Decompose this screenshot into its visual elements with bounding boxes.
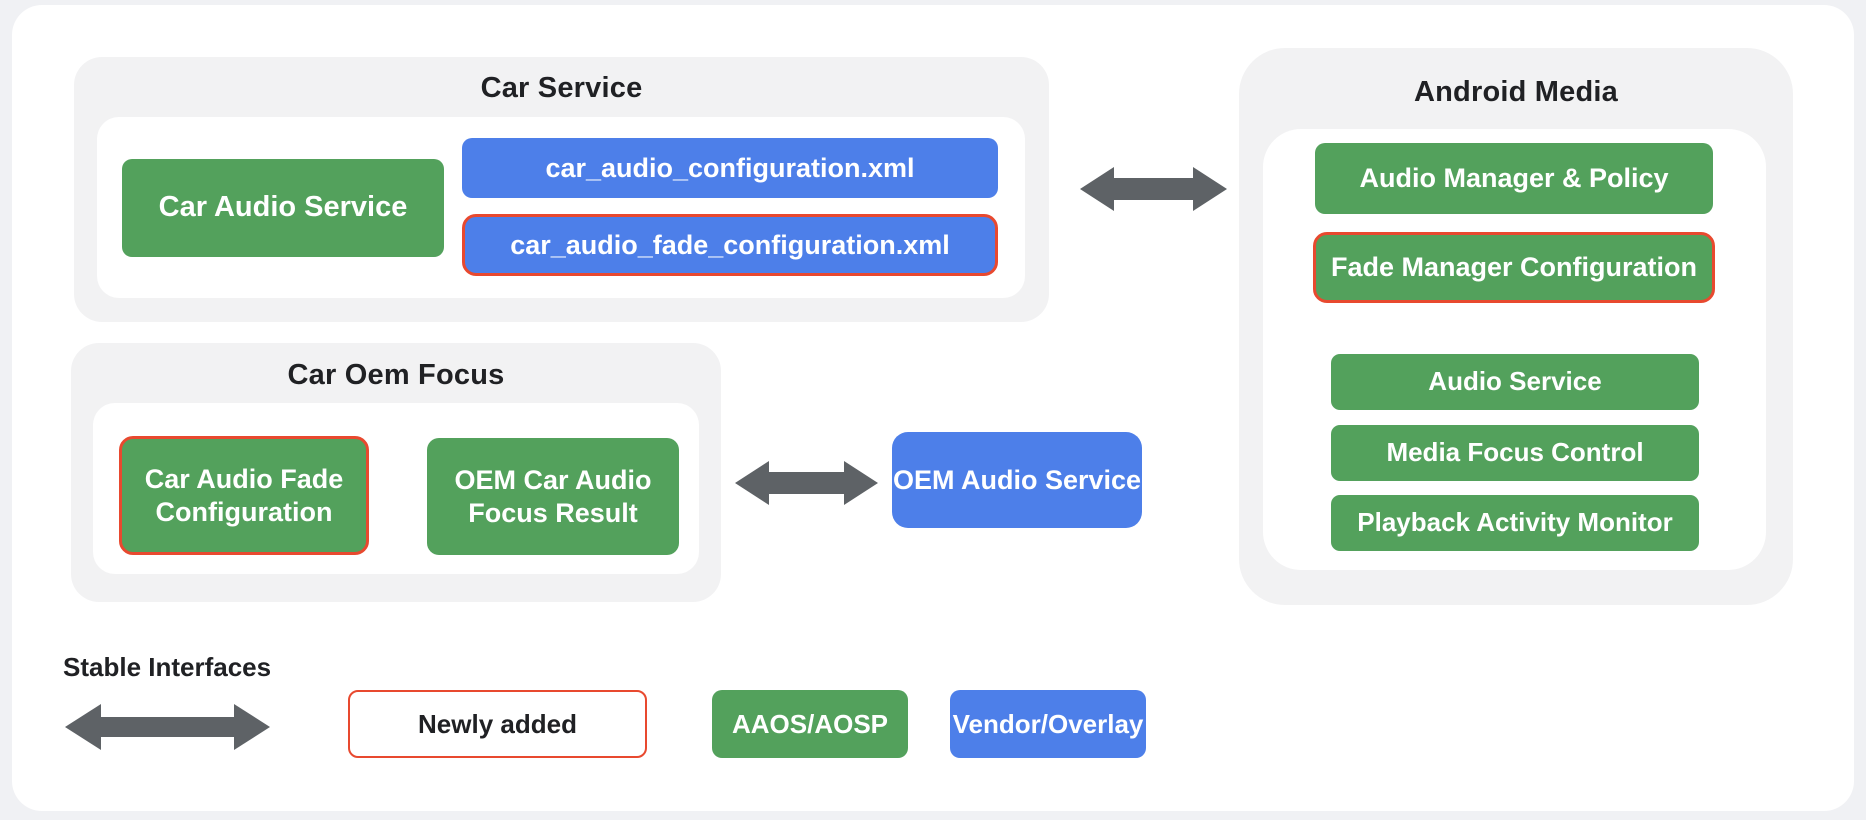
car-audio-service-label: Car Audio Service (158, 191, 408, 224)
android-media-title: Android Media (1414, 76, 1618, 108)
arrow-shaft (1114, 178, 1193, 200)
playback-activity-monitor-label: Playback Activity Monitor (1357, 507, 1673, 538)
legend-stable-interfaces-label: Stable Interfaces (63, 652, 272, 682)
legend-vendor-overlay-box: Vendor/Overlay (950, 690, 1146, 758)
arrow-right-head-icon (1193, 167, 1227, 211)
arrow-right-head-icon (234, 704, 270, 750)
legend-aaos-aosp-box: AAOS/AOSP (712, 690, 908, 758)
audio-service-label: Audio Service (1428, 366, 1602, 397)
legend-aaos-aosp-label: AAOS/AOSP (731, 708, 889, 739)
car-audio-configuration-xml-box: car_audio_configuration.xml (462, 138, 998, 198)
android-media-panel: Android Media Audio Manager & Policy Fad… (1239, 48, 1793, 605)
legend-newly-added-label: Newly added (418, 708, 577, 739)
audio-service-box: Audio Service (1331, 354, 1699, 410)
car-audio-service-box: Car Audio Service (122, 159, 444, 257)
audio-manager-policy-box: Audio Manager & Policy (1315, 143, 1713, 214)
fade-manager-configuration-box: Fade Manager Configuration (1313, 232, 1715, 303)
car-audio-fade-configuration-xml-box: car_audio_fade_configuration.xml (462, 214, 998, 276)
fade-manager-configuration-label: Fade Manager Configuration (1330, 252, 1698, 283)
figure-card: Car Service Car Audio Service car_audio_… (12, 5, 1854, 811)
media-focus-control-box: Media Focus Control (1331, 425, 1699, 481)
car-oem-focus-oem-audio-service-arrow (735, 461, 878, 505)
car-oem-focus-panel: Car Oem Focus Car Audio Fade Configurati… (71, 343, 721, 602)
car-audio-fade-configuration-xml-label: car_audio_fade_configuration.xml (510, 229, 950, 260)
car-service-android-media-arrow (1080, 167, 1227, 211)
car-audio-fade-configuration-box: Car Audio Fade Configuration (119, 436, 369, 555)
legend-stable-interfaces-arrow (65, 704, 270, 750)
oem-audio-service-box: OEM Audio Service (892, 432, 1142, 528)
car-audio-fade-configuration-label: Car Audio Fade Configuration (144, 463, 344, 527)
oem-audio-service-label: OEM Audio Service (892, 464, 1142, 495)
legend-newly-added-box: Newly added (348, 690, 647, 758)
media-focus-control-label: Media Focus Control (1386, 437, 1644, 468)
arrow-left-head-icon (735, 461, 769, 505)
car-service-title: Car Service (480, 72, 643, 104)
arrow-left-head-icon (1080, 167, 1114, 211)
arrow-shaft (769, 472, 844, 494)
arrow-left-head-icon (65, 704, 101, 750)
oem-car-audio-focus-result-box: OEM Car Audio Focus Result (427, 438, 679, 555)
arrow-shaft (101, 717, 234, 737)
playback-activity-monitor-box: Playback Activity Monitor (1331, 495, 1699, 551)
car-audio-configuration-xml-label: car_audio_configuration.xml (545, 152, 915, 183)
legend-vendor-overlay-label: Vendor/Overlay (952, 708, 1144, 739)
oem-car-audio-focus-result-label: OEM Car Audio Focus Result (454, 464, 652, 528)
audio-manager-policy-label: Audio Manager & Policy (1359, 163, 1669, 194)
arrow-right-head-icon (844, 461, 878, 505)
car-service-panel: Car Service Car Audio Service car_audio_… (74, 57, 1049, 322)
car-oem-focus-title: Car Oem Focus (287, 359, 505, 391)
